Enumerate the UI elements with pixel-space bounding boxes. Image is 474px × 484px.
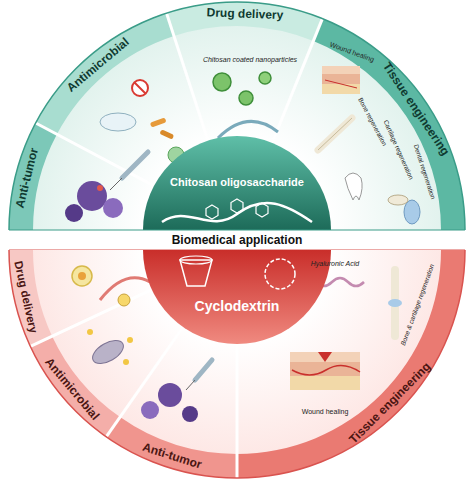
- drug-dot: [127, 337, 133, 343]
- blood-vessel: [325, 80, 357, 88]
- bone: [318, 118, 352, 150]
- syringe: [122, 152, 148, 178]
- node-text: Drug delivery: [206, 6, 283, 21]
- cone-rim: [180, 256, 212, 264]
- tumor-cell: [65, 204, 83, 222]
- nanoparticle: [213, 73, 231, 91]
- hub-dome: [143, 136, 331, 230]
- skin-layer: [290, 362, 360, 376]
- illustration-label: Hyaluronic Acid: [311, 260, 359, 267]
- sector-divider: [236, 344, 239, 478]
- cartilage: [388, 299, 402, 307]
- sugar-ring: [231, 199, 243, 213]
- cyclodextrin-ring: [265, 259, 295, 289]
- nanoparticle: [239, 91, 253, 105]
- no-sign: [132, 80, 148, 96]
- blood-vessel: [292, 365, 360, 375]
- drug-dot: [97, 185, 103, 191]
- hub-label: Cyclodextrin: [195, 299, 280, 314]
- nanoparticle: [118, 294, 130, 306]
- sector-band: [9, 123, 57, 230]
- sugar-ring: [256, 203, 268, 217]
- nanoparticle: [259, 72, 271, 84]
- cell-membrane: [218, 121, 278, 138]
- syringe-needle: [110, 178, 122, 190]
- bone: [391, 308, 399, 336]
- bacterium: [159, 129, 174, 139]
- hub-label: Chitosan oligosaccharide: [170, 177, 304, 189]
- diagram-title: Biomedical application: [172, 234, 303, 247]
- no-sign-slash: [135, 83, 146, 94]
- drug-dot: [87, 329, 93, 335]
- sector-band: [167, 2, 323, 41]
- hub-dome: [143, 250, 331, 344]
- node-text: Chitosan oligosaccharide: [170, 177, 304, 189]
- sector-band: [9, 250, 52, 346]
- bacterium: [150, 117, 167, 127]
- skin-layer: [322, 84, 360, 94]
- band-line: [9, 230, 465, 231]
- tumor-cell: [182, 406, 198, 422]
- sugar-ring: [206, 205, 218, 219]
- bottom-half-disc: [9, 250, 465, 478]
- outer-rim: [9, 250, 465, 478]
- illustration-label: Wound healing: [302, 408, 349, 415]
- bone-outline: [318, 118, 352, 150]
- syringe: [195, 360, 212, 380]
- syringe-needle: [186, 380, 195, 390]
- tooth: [345, 173, 362, 200]
- top-half-disc: [9, 2, 465, 230]
- skin-layer: [290, 352, 360, 362]
- sector-divider: [30, 290, 151, 347]
- tumor-cell: [141, 401, 159, 419]
- node-text: Cyclodextrin: [195, 299, 280, 314]
- skin-layer: [290, 376, 360, 390]
- illustration-label: Chitosan coated nanoparticles: [203, 56, 297, 63]
- drug-dot: [123, 359, 129, 365]
- outer-rim: [9, 2, 465, 230]
- skin-layer: [322, 66, 360, 74]
- nanoparticle: [72, 266, 92, 286]
- sector-band: [313, 19, 465, 230]
- sector-divider: [36, 123, 154, 186]
- nanoparticle-core: [78, 272, 86, 280]
- sector-band: [36, 13, 174, 134]
- sector-divider: [167, 13, 209, 141]
- skin-layer: [322, 74, 360, 84]
- sector-divider: [272, 19, 322, 143]
- cartilage: [404, 200, 420, 224]
- tumor-cell: [158, 383, 182, 407]
- tumor-cell: [103, 198, 123, 218]
- knee-bone: [388, 195, 408, 205]
- bacterium: [89, 336, 127, 369]
- sector-label: Drug delivery: [206, 6, 283, 21]
- petri-dish: [100, 113, 136, 131]
- tumor-cell: [77, 181, 107, 211]
- wound: [318, 352, 332, 362]
- bone: [391, 270, 399, 298]
